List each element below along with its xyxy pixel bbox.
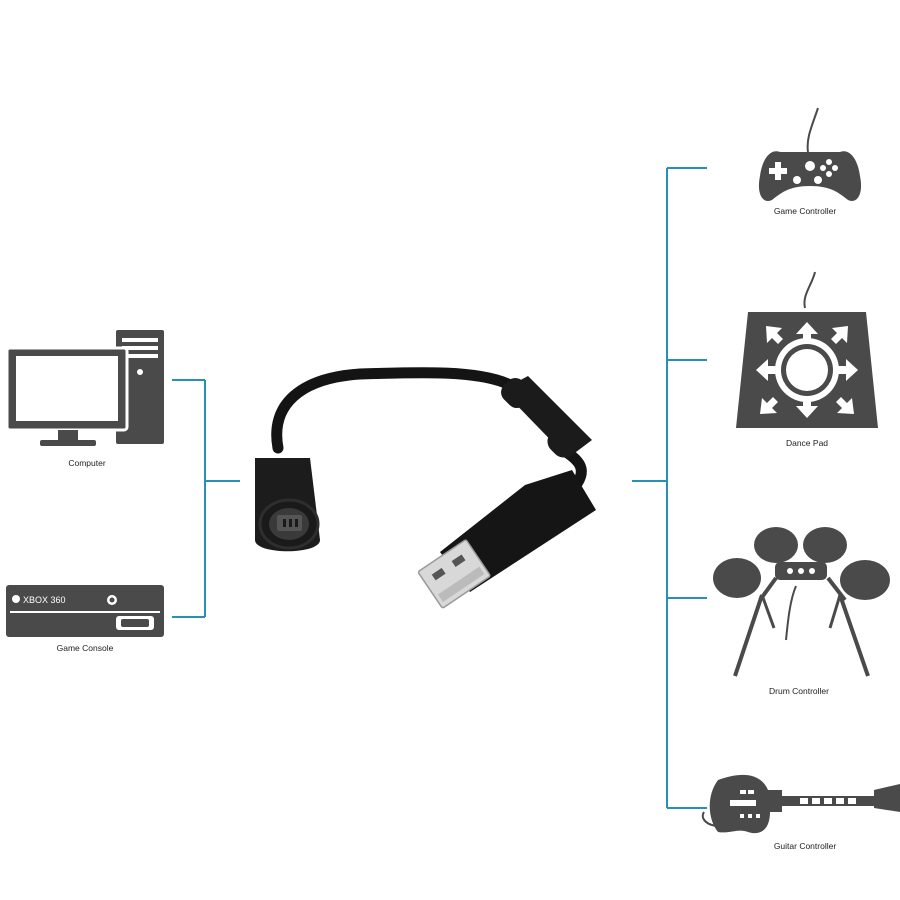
game-console-label: Game Console: [57, 643, 114, 653]
computer-label: Computer: [68, 458, 105, 468]
drum-kit-icon: [713, 527, 890, 677]
game-controller-label: Game Controller: [774, 206, 837, 216]
dance-pad-icon: [736, 271, 878, 428]
guitar-icon: [701, 774, 900, 834]
right-connector-lines: [632, 167, 707, 809]
guitar-controller-label: Guitar Controller: [774, 841, 837, 851]
gamepad-icon: [758, 107, 862, 201]
game-console-icon: [6, 585, 164, 637]
console-brand-text: XBOX 360: [23, 595, 66, 605]
computer-icon: [5, 330, 164, 446]
usb-breakaway-cable-icon: [255, 367, 596, 609]
left-connector-lines: [172, 379, 240, 618]
drum-controller-label: Drum Controller: [769, 686, 829, 696]
dance-pad-label: Dance Pad: [786, 438, 828, 448]
